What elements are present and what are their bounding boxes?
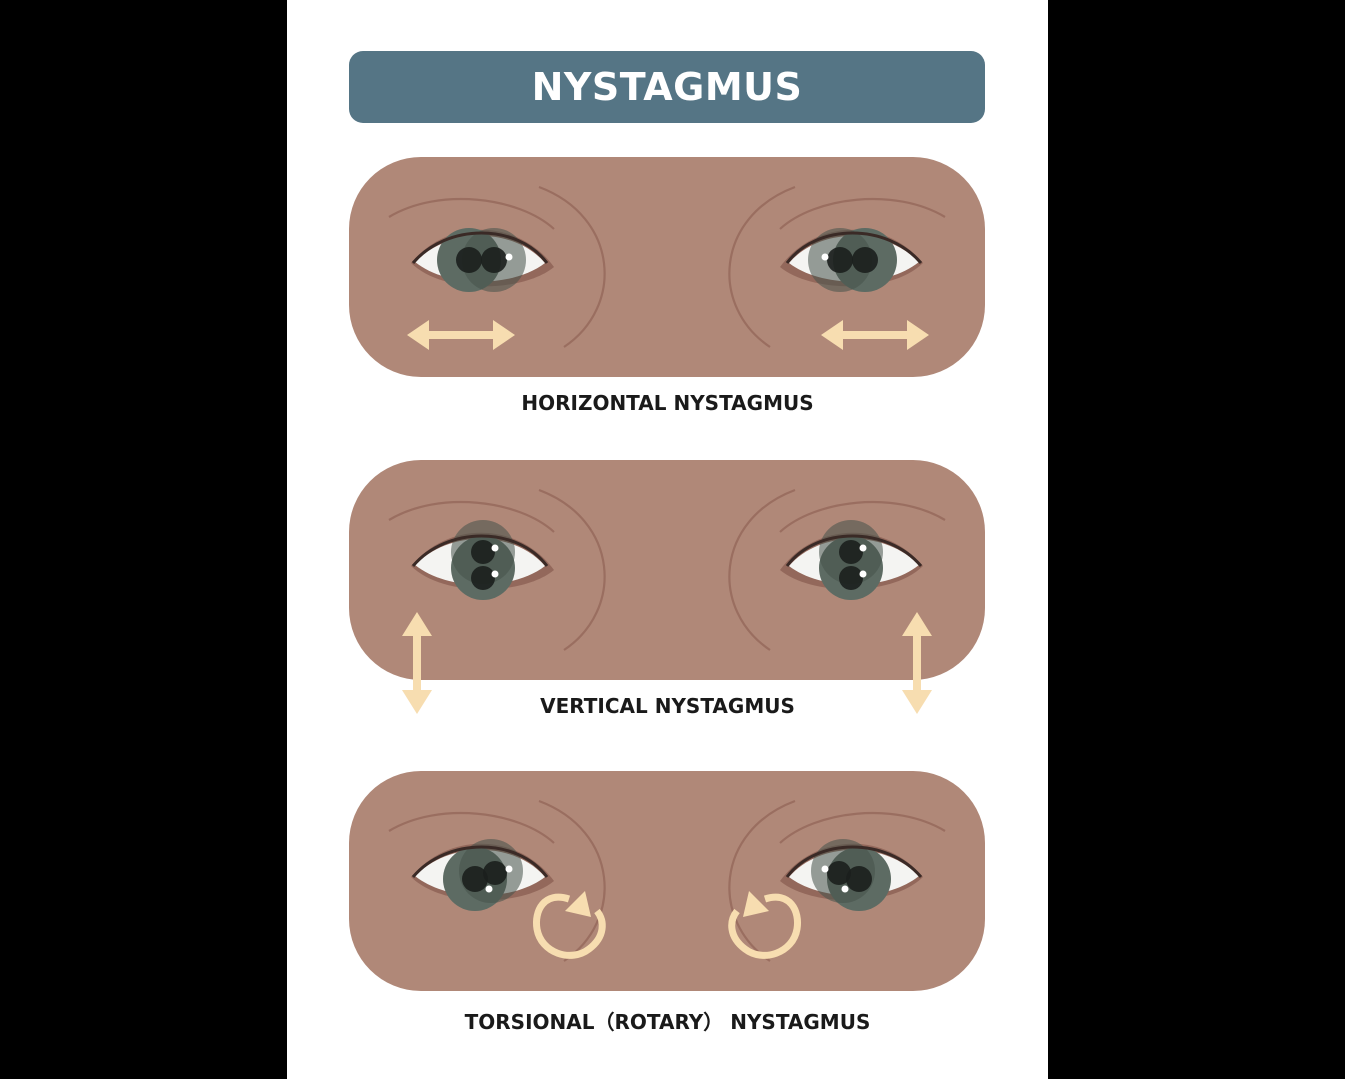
caption-torsional: TORSIONAL（ROTARY） NYSTAGMUS (464, 1010, 871, 1034)
left-eye (411, 228, 554, 292)
right-eye (780, 520, 923, 600)
skin-panel (349, 157, 985, 377)
double-arrow-vertical-icon (902, 612, 932, 714)
eyes-illustration-vertical (349, 460, 985, 714)
caption-horizontal: HORIZONTAL NYSTAGMUS (521, 391, 814, 415)
caption-vertical: VERTICAL NYSTAGMUS (540, 694, 795, 718)
right-eye (780, 839, 923, 911)
title-banner: NYSTAGMUS (349, 51, 985, 123)
double-arrow-vertical-icon (402, 612, 432, 714)
panel-horizontal (349, 157, 985, 377)
face-contours (388, 185, 946, 348)
poster-title: NYSTAGMUS (531, 65, 803, 109)
eyes-illustration-torsional (349, 771, 985, 991)
panel-vertical (349, 460, 985, 714)
rotate-arrow-icon (728, 891, 802, 959)
left-eye (411, 839, 554, 911)
panel-torsional (349, 771, 985, 991)
left-eye (411, 520, 554, 600)
double-arrow-horizontal-icon (407, 320, 515, 350)
rotate-arrow-icon (532, 891, 606, 959)
double-arrow-horizontal-icon (821, 320, 929, 350)
poster: NYSTAGMUS (287, 0, 1048, 1079)
right-eye (780, 228, 923, 292)
eyes-illustration-horizontal (349, 157, 985, 377)
